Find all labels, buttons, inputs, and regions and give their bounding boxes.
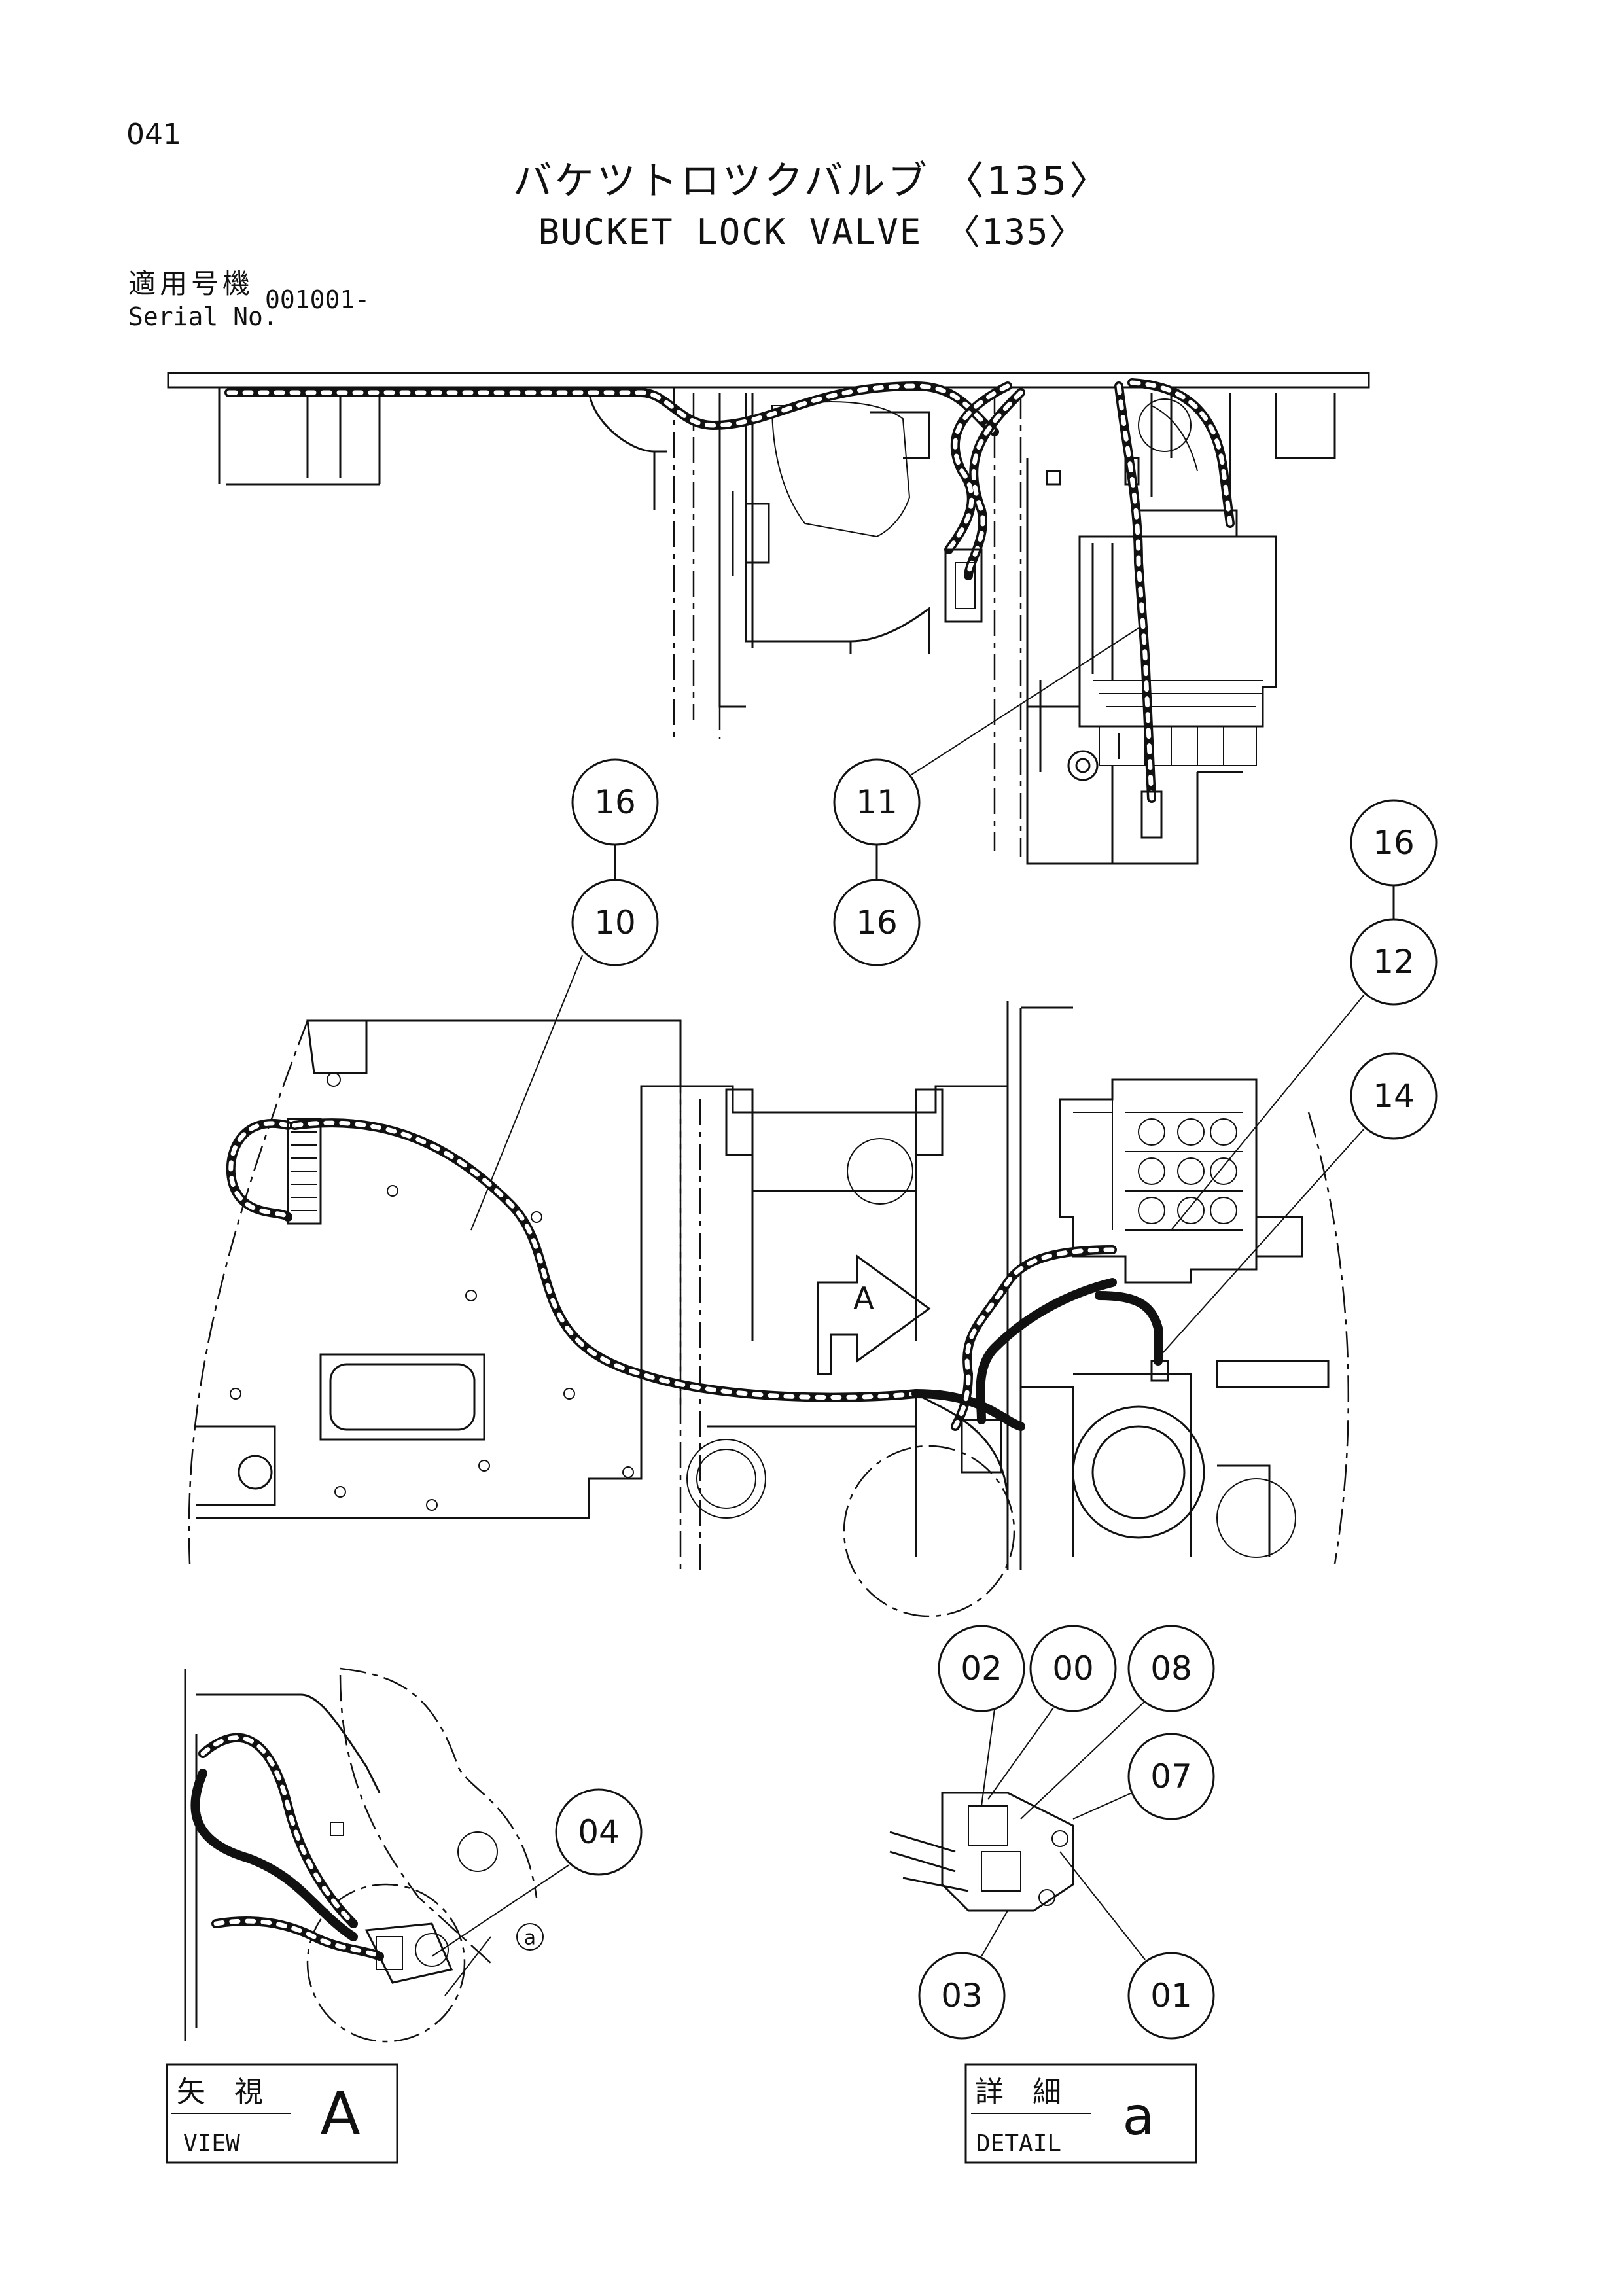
view-label-box: 矢 視 VIEW A (166, 2063, 398, 2164)
callout-16-b (833, 879, 921, 966)
callout-01-text: 01 (1150, 1977, 1192, 2015)
serial-value: 001001- (265, 285, 370, 314)
callout-10 (571, 879, 659, 966)
plan-view (188, 1001, 1350, 1617)
callout-08 (1127, 1625, 1215, 1712)
callout-01 (1127, 1952, 1215, 2040)
callout-02 (938, 1625, 1025, 1712)
callout-10-text: 10 (594, 904, 636, 942)
callout-14-text: 14 (1373, 1077, 1415, 1115)
callout-11-text: 11 (856, 783, 898, 821)
callout-14 (1350, 1052, 1438, 1140)
callout-group-10-16: 16 10 (470, 758, 659, 1231)
view-label-jp: 矢 視 (177, 2075, 263, 2109)
view-a-drawing: a 04 (184, 1667, 643, 2043)
detail-a-drawing: 02 00 08 07 03 01 (889, 1625, 1215, 2040)
title-japanese: バケツトロツクバルブ 〈135〉 (512, 158, 1112, 204)
callout-group-14: 14 (1161, 1052, 1438, 1355)
detail-label-jp: 詳 細 (975, 2075, 1061, 2109)
callout-04-text: 04 (578, 1813, 620, 1851)
detail-label-box: 詳 細 DETAIL a (964, 2063, 1197, 2164)
view-arrow (817, 1254, 931, 1375)
callout-group-11-16: 11 16 (833, 627, 1139, 966)
callout-12 (1350, 918, 1438, 1006)
callout-00-text: 00 (1052, 1650, 1094, 1687)
view-label-en: VIEW (183, 2130, 240, 2157)
callout-16-a-text: 16 (594, 783, 636, 821)
view-arrow-letter: A (853, 1280, 874, 1316)
callout-04 (555, 1788, 643, 1876)
callout-00 (1029, 1625, 1117, 1712)
top-frame-view (167, 372, 1370, 865)
detail-label-en: DETAIL (976, 2130, 1061, 2157)
page-number: 041 (126, 118, 181, 151)
detail-label-letter: a (1122, 2086, 1154, 2147)
callout-07 (1127, 1733, 1215, 1820)
title-english: BUCKET LOCK VALVE 〈135〉 (538, 211, 1086, 253)
serial-label-japanese: 適用号機 (128, 268, 255, 300)
callout-12-text: 12 (1373, 943, 1415, 981)
callout-03 (918, 1952, 1006, 2040)
callout-16-c-text: 16 (1373, 824, 1415, 862)
serial-label-english: Serial No. (128, 302, 278, 331)
callout-08-text: 08 (1150, 1650, 1192, 1687)
detail-marker-circle (516, 1923, 544, 1951)
callout-02-text: 02 (961, 1650, 1002, 1687)
callout-group-12-16: 16 12 (1171, 799, 1438, 1231)
view-label-letter: A (320, 2080, 361, 2149)
detail-marker-text: a (524, 1927, 536, 1950)
callout-16-b-text: 16 (856, 904, 898, 942)
callout-07-text: 07 (1150, 1757, 1192, 1795)
callout-03-text: 03 (941, 1977, 983, 2015)
